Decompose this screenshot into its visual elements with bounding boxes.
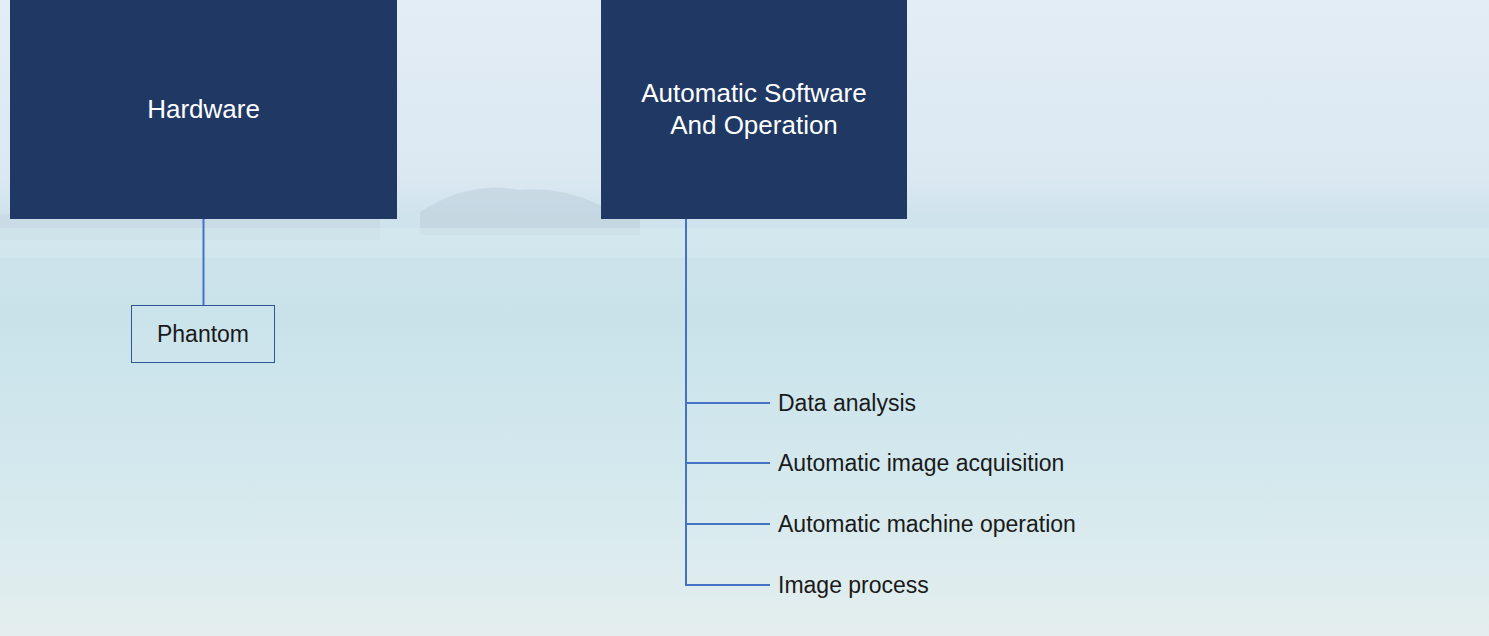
category-box: Automatic Software And Operation: [601, 0, 907, 219]
tree-connector: [203, 219, 205, 305]
tree-item: Data analysis: [776, 388, 918, 418]
tree-connector: [686, 219, 770, 524]
tree-connector: [686, 219, 770, 403]
node-label: Automatic Software And Operation: [641, 78, 867, 140]
node-label: Automatic image acquisition: [778, 450, 1064, 477]
node-label: Automatic machine operation: [778, 511, 1076, 538]
node-label: Data analysis: [778, 390, 916, 417]
tree-item: Automatic machine operation: [776, 509, 1078, 539]
item-box: Phantom: [131, 305, 275, 363]
tree-item: Image process: [776, 570, 931, 600]
tree-item: Automatic image acquisition: [776, 448, 1066, 478]
node-label: Phantom: [157, 321, 249, 348]
tree-connector: [686, 219, 770, 585]
tree-connector: [686, 219, 770, 463]
node-label: Image process: [778, 572, 929, 599]
category-box: Hardware: [10, 0, 397, 219]
node-label: Hardware: [147, 94, 260, 125]
